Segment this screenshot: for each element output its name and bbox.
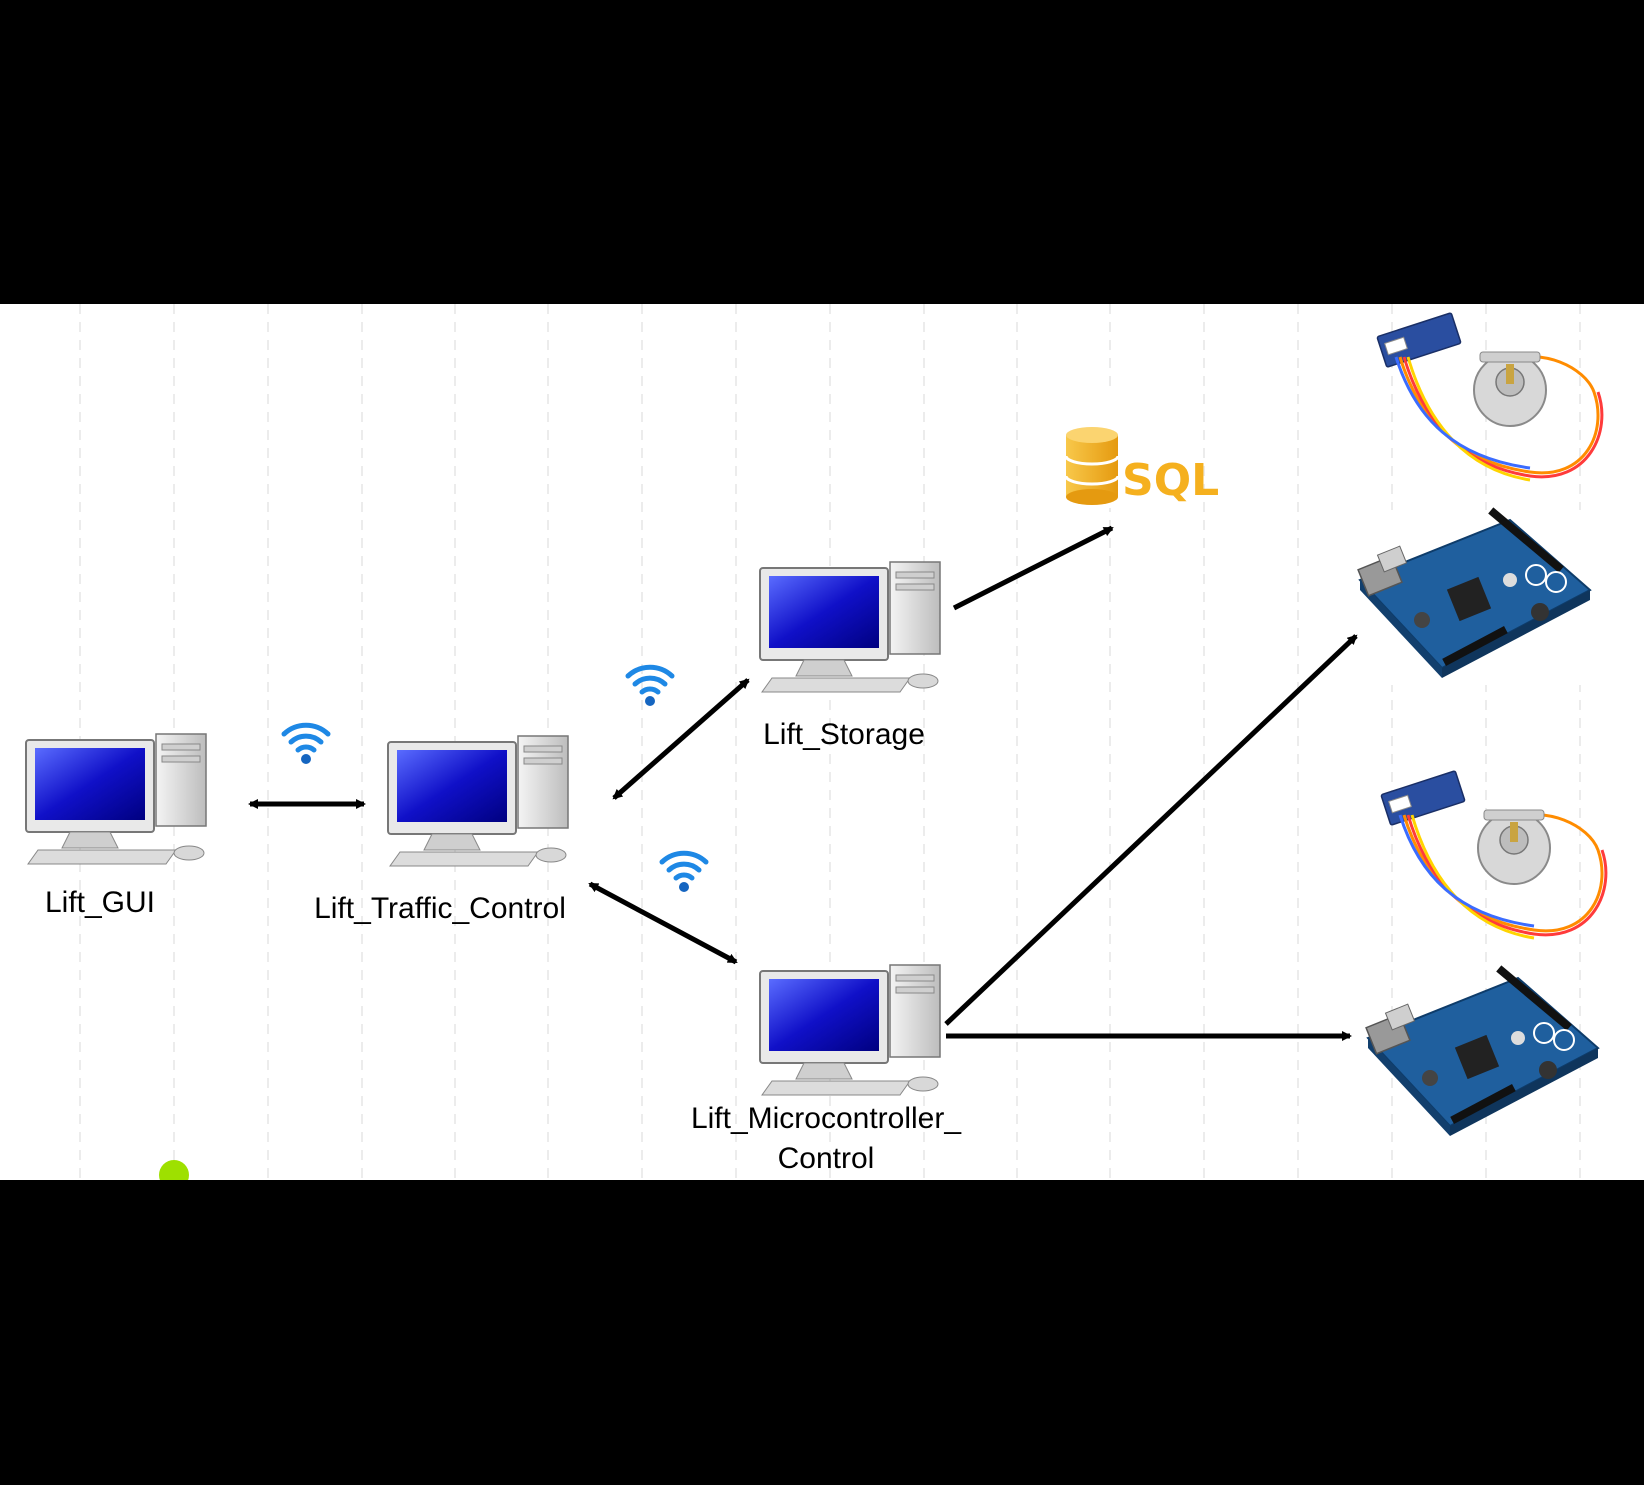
traffic-micro-arrow — [588, 881, 738, 965]
sql-database-icon — [1064, 427, 1120, 505]
lift-traffic-control-label: Lift_Traffic_Control — [314, 892, 566, 925]
sql-label: SQL — [1122, 455, 1219, 506]
lift-gui-label: Lift_GUI — [44, 886, 156, 919]
lift-microcontroller-label-line1: Lift_Microcontroller_ — [690, 1102, 962, 1135]
lift-microcontroller-label-line2: Control — [777, 1142, 875, 1175]
top-black-band — [0, 0, 1644, 304]
micro-board1-arrow — [944, 634, 1358, 1026]
lift-storage-label: Lift_Storage — [763, 718, 925, 751]
connections — [248, 525, 1358, 1041]
storage-sql-arrow — [952, 525, 1114, 611]
traffic-storage-arrow — [612, 678, 750, 800]
